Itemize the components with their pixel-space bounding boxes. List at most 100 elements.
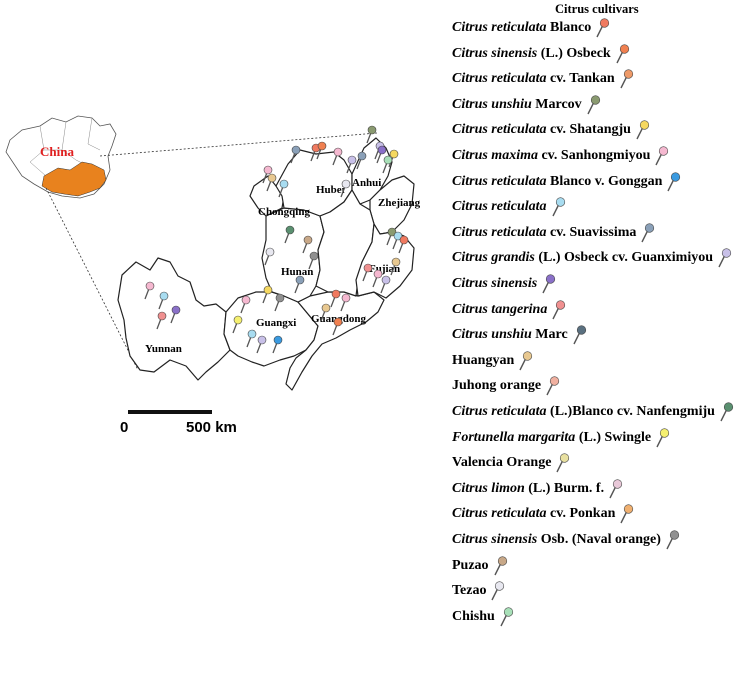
legend-item-label: cv. Ponkan — [546, 506, 616, 522]
legend-item-label: Juhong orange — [452, 378, 542, 394]
pin-icon — [551, 197, 565, 217]
legend-item-label: (L.)Blanco cv. Nanfengmiju — [546, 404, 715, 419]
legend-item-species: Citrus reticulata — [452, 224, 547, 240]
pin-icon — [573, 325, 586, 345]
legend-pin — [585, 94, 601, 116]
legend-pin — [550, 196, 566, 218]
legend-pin — [492, 555, 508, 577]
map-pin — [346, 155, 357, 174]
legend-item: Citrus reticulata cv. Tankan — [452, 68, 634, 90]
legend-item-species: Citrus limon — [452, 480, 525, 496]
legend-pin — [550, 299, 566, 321]
legend-pin — [718, 401, 734, 423]
connector-line-bottom — [45, 187, 139, 371]
legend-item: Juhong orange — [452, 375, 560, 397]
legend-item-label: (L.) Osbeck cv. Guanximiyou — [534, 250, 714, 266]
scale-bar-line — [128, 410, 212, 414]
region-labels: Hubei Anhui Zhejiang Chongqing Hunan Fuj… — [145, 177, 421, 355]
legend-item-label: Osb. (Naval orange) — [537, 532, 661, 547]
legend-pin — [654, 427, 670, 449]
map-pin — [246, 329, 257, 348]
map-pin — [398, 235, 409, 254]
legend-item: Citrus reticulata cv. Ponkan — [452, 503, 634, 525]
legend-item: Citrus reticulata cv. Shatangju — [452, 119, 650, 141]
legend-item-label: Huangyan — [452, 352, 515, 368]
legend-pin — [618, 503, 634, 525]
region-label-hubei: Hubei — [316, 184, 345, 196]
pin-icon — [609, 479, 623, 499]
pin-icon — [519, 351, 533, 371]
china-inset-map: China — [5, 115, 117, 199]
legend-pin — [664, 529, 680, 551]
map-pin — [232, 315, 243, 334]
legend-item-label: (L.) Osbeck — [537, 45, 611, 61]
legend-item: Citrus reticulata (L.)Blanco cv. Nanfeng… — [452, 401, 734, 423]
map-pin — [380, 275, 391, 294]
legend-pin — [653, 145, 669, 167]
pin-icon — [556, 453, 570, 473]
legend-item-species: Citrus reticulata — [452, 173, 547, 189]
legend-item-label: Marc — [531, 327, 568, 343]
legend-pin — [716, 247, 732, 269]
pin-icon — [596, 18, 610, 38]
pin-icon — [500, 607, 513, 627]
legend-pin — [614, 43, 630, 65]
pin-icon — [552, 299, 566, 319]
legend-item-species: Citrus sinensis — [452, 532, 538, 547]
pin-icon — [641, 223, 655, 243]
region-label-zhejiang: Zhejiang — [378, 197, 421, 209]
legend-item: Citrus reticulata cv. Suavissima — [452, 222, 655, 244]
legend-item-label: Marcov — [531, 96, 582, 112]
map-pin — [158, 291, 169, 310]
legend-pin — [540, 273, 556, 295]
pin-icon — [666, 530, 679, 550]
legend-item: Citrus sinensis Osb. (Naval orange) — [452, 529, 680, 551]
map-pin — [290, 145, 301, 164]
legend-title: Citrus cultivars — [555, 2, 639, 16]
legend-item-label: Puzao — [452, 557, 489, 573]
legend-item-species: Citrus tangerina — [452, 301, 548, 317]
legend-pin — [544, 375, 560, 397]
map-pin — [386, 227, 397, 246]
scale-bar-start-label: 0 — [120, 419, 128, 436]
scale-bar-end-label: 500 km — [186, 419, 237, 436]
legend-item: Citrus tangerina — [452, 299, 566, 321]
legend-item-species: Citrus maxima — [452, 148, 538, 163]
legend-pin — [618, 68, 634, 90]
legend-item: Citrus unshiu Marcov — [452, 94, 601, 116]
legend-pin — [498, 606, 514, 628]
china-label: China — [40, 144, 74, 159]
pin-icon — [587, 95, 600, 115]
pin-icon — [655, 146, 669, 166]
map-pin — [376, 145, 387, 164]
legend-item-species: Citrus reticulata — [452, 506, 547, 522]
legend-item-label: Tezao — [452, 583, 487, 599]
map-pin — [266, 173, 277, 192]
map-pin — [332, 147, 343, 166]
legend-item-label: cv. Shatangju — [546, 122, 631, 138]
map-pins — [144, 125, 409, 354]
legend-item-species: Citrus sinensis — [452, 276, 538, 291]
pin-icon — [620, 69, 633, 89]
map-pin — [340, 179, 351, 198]
legend-item: Fortunella margarita (L.) Swingle — [452, 427, 670, 449]
map-pin — [156, 311, 167, 330]
legend-item-species: Citrus unshiu — [452, 327, 532, 343]
legend-item-label: (L.) Swingle — [575, 429, 652, 445]
legend-item-label: (L.) Burm. f. — [524, 480, 605, 496]
legend-item: Citrus reticulata Blanco v. Gonggan — [452, 171, 681, 193]
legend-item-species: Citrus grandis — [452, 250, 535, 266]
legend-item: Chishu — [452, 606, 514, 628]
province-yunnan — [117, 257, 231, 381]
pin-icon — [718, 248, 732, 268]
pin-icon — [616, 43, 629, 63]
legend-item: Citrus reticulata — [452, 196, 566, 218]
map-pin — [320, 303, 331, 322]
pin-icon — [720, 402, 734, 422]
map-pin — [170, 305, 181, 324]
map-pin — [390, 257, 401, 276]
legend-pin — [665, 171, 681, 193]
legend-pin — [554, 452, 570, 474]
region-label-hunan: Hunan — [281, 266, 313, 278]
map-pin — [340, 293, 351, 312]
